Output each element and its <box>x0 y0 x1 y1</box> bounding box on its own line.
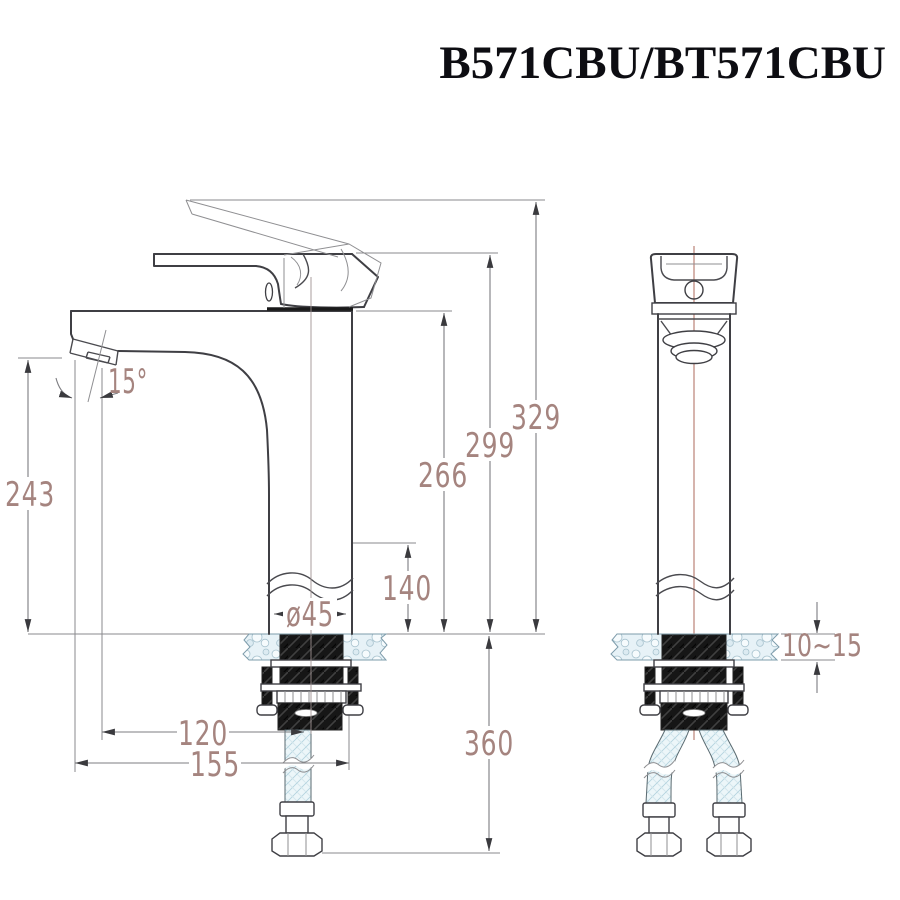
dim-overall-reach-label: 155 <box>190 745 240 785</box>
side-set-screw <box>264 282 274 302</box>
side-hose-hex-nut <box>271 832 323 857</box>
front-faucet-body <box>655 313 735 635</box>
front-view: 10~15 <box>610 246 865 857</box>
side-handle-raised-position <box>185 199 382 308</box>
side-spout-tip <box>69 338 119 366</box>
front-mounting-hardware <box>639 634 749 731</box>
counter-thickness-dimension: 10~15 <box>781 602 865 693</box>
front-hose-hex-nuts <box>636 832 752 857</box>
dim-hose-length-label: 360 <box>464 724 514 764</box>
side-view: 243 266 299 329 140 ø45 120 155 360 15° <box>4 199 562 857</box>
front-handle-button <box>684 280 704 300</box>
side-body-break-line <box>266 572 354 601</box>
front-handle <box>649 253 739 315</box>
side-supply-hose <box>271 729 323 857</box>
front-neck-ring <box>651 302 737 315</box>
side-handle <box>153 253 379 311</box>
dim-base-section-label: 140 <box>382 569 432 609</box>
dim-spout-reach-label: 120 <box>178 714 228 754</box>
model-number-title: B571CBU/BT571CBU <box>439 37 886 89</box>
front-body-break-line <box>655 573 735 601</box>
front-lock-nut <box>659 690 729 704</box>
dim-counter-thickness-label: 10~15 <box>782 628 862 664</box>
side-mounting-hardware <box>256 634 364 731</box>
side-faucet-body <box>69 310 354 635</box>
dim-handle-height-label: 299 <box>465 426 515 466</box>
side-lock-nut <box>276 690 347 704</box>
side-aerator <box>85 351 111 364</box>
dim-base-diameter-label: ø45 <box>286 595 334 635</box>
spout-angle-dimension <box>55 329 119 403</box>
front-spout-aerator <box>660 320 728 365</box>
dim-spout-height-label: 243 <box>5 475 55 515</box>
dim-spout-angle-label: 15° <box>108 362 148 402</box>
dim-body-height-label: 266 <box>418 456 468 496</box>
side-dimensions: 243 266 299 329 140 ø45 120 155 360 15° <box>4 202 562 851</box>
front-supply-hoses <box>636 729 752 857</box>
dim-overall-height-label: 329 <box>511 398 561 438</box>
